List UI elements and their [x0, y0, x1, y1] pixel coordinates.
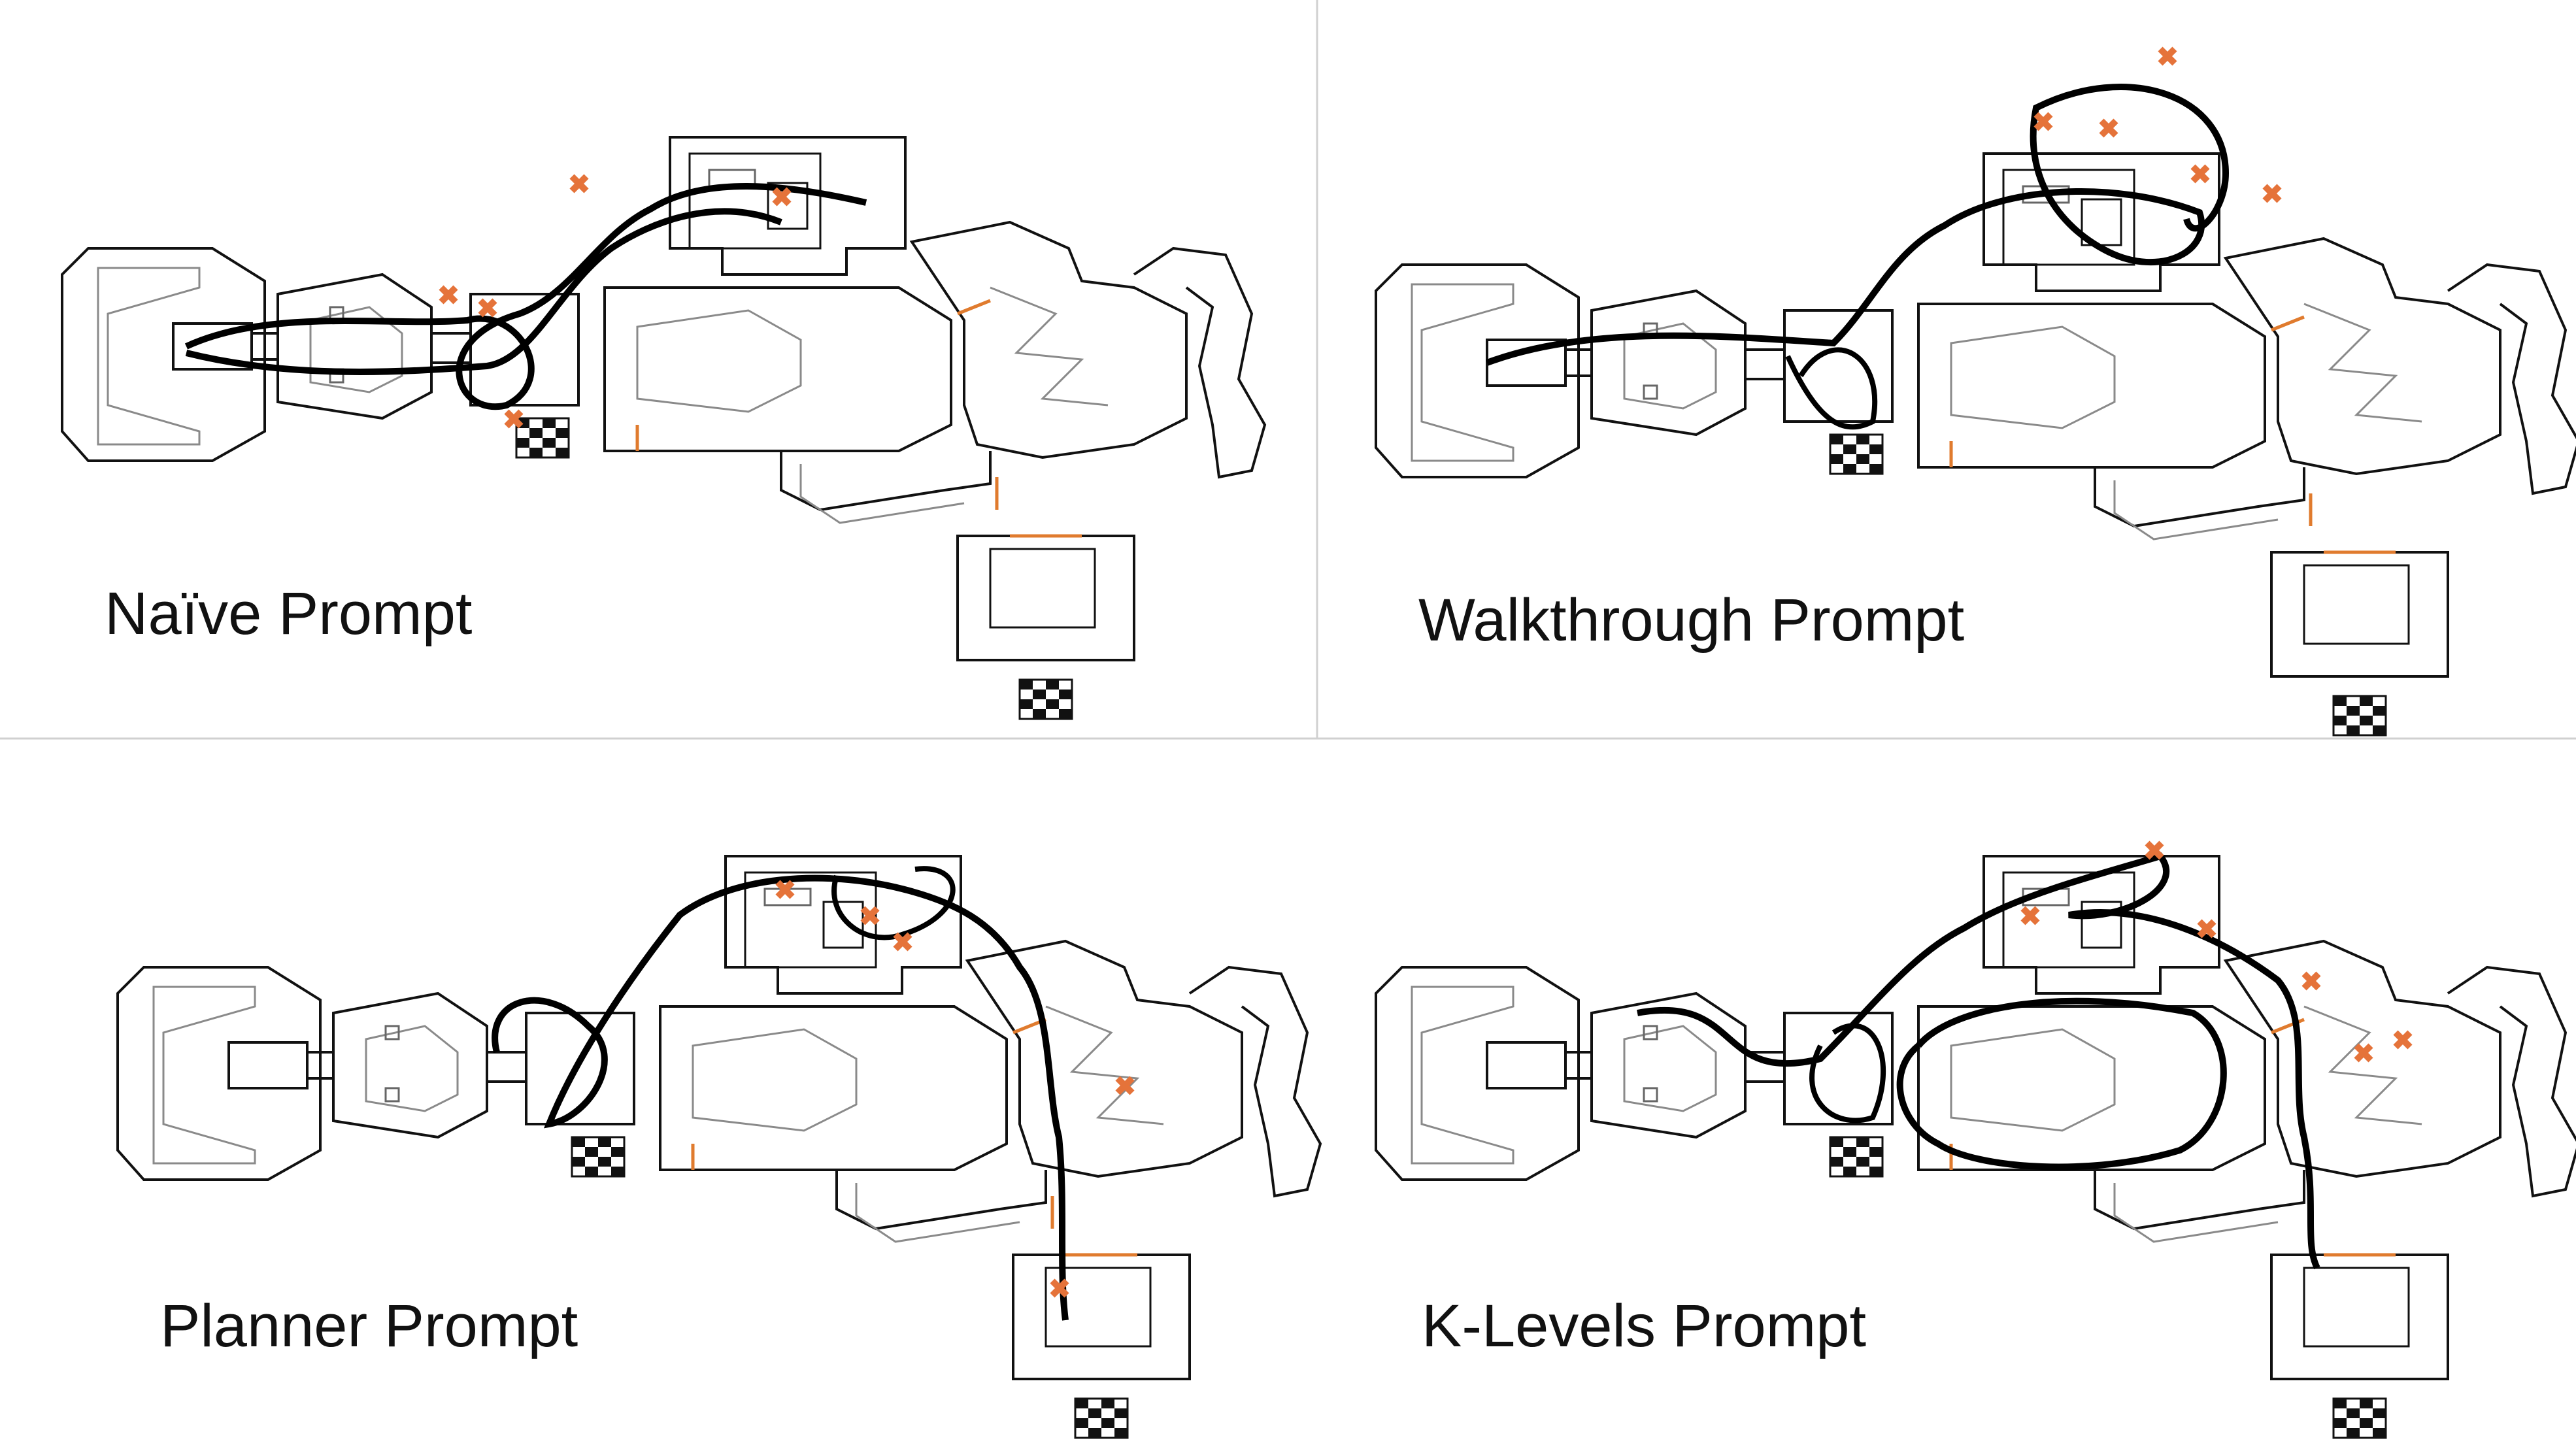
- panel-label-klevels: K-Levels Prompt: [1422, 1293, 1866, 1359]
- panel-walkthrough: [1376, 46, 2576, 735]
- panel-label-naive: Naïve Prompt: [105, 580, 472, 647]
- panel-klevels: [1376, 840, 2576, 1438]
- panel-label-planner: Planner Prompt: [160, 1293, 578, 1359]
- panel-planner: [118, 856, 1320, 1438]
- panel-label-walkthrough: Walkthrough Prompt: [1418, 587, 1964, 654]
- panel-naive: [62, 137, 1265, 719]
